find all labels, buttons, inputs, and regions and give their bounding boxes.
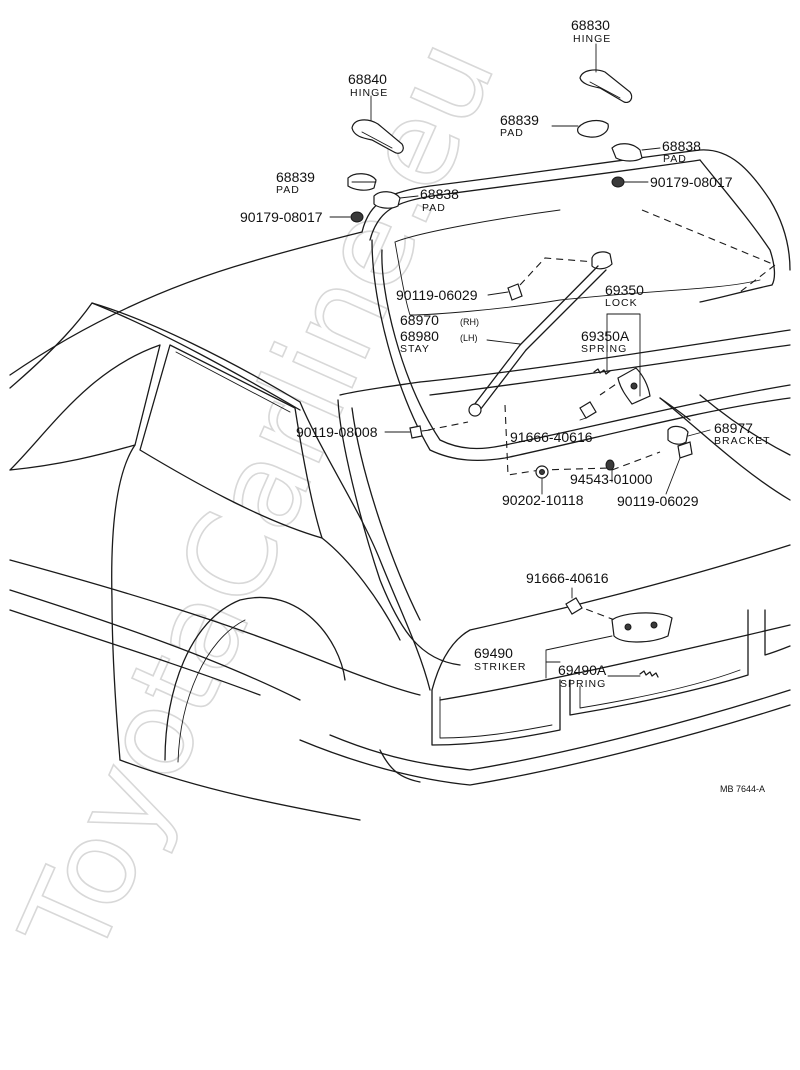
label-68980: 68980 xyxy=(400,328,439,344)
label-90119-08008: 90119-08008 xyxy=(296,424,378,440)
label-69490: 69490 xyxy=(474,645,513,661)
label-69350-name: LOCK xyxy=(605,297,638,309)
pad-68838-right-part xyxy=(611,143,643,162)
label-68970-side: (RH) xyxy=(460,317,479,327)
leader-dashed-lines xyxy=(427,209,777,623)
striker-69490-part xyxy=(611,612,673,643)
label-68977: 68977 xyxy=(714,420,753,436)
label-69490A-name: SPRING xyxy=(560,678,606,690)
leader-lines xyxy=(329,43,711,679)
label-90119-06029-top: 90119-06029 xyxy=(396,287,478,303)
part-labels: 68830 HINGE 68840 HINGE 68839 PAD 68838 … xyxy=(240,17,771,794)
label-68830: 68830 xyxy=(571,17,610,33)
label-stay-name: STAY xyxy=(400,343,430,355)
bolt-90119-06029-top-part xyxy=(507,283,523,301)
label-91666-40616-top: 91666-40616 xyxy=(510,429,593,445)
label-90202: 90202-10118 xyxy=(502,492,584,508)
label-68830-name: HINGE xyxy=(573,33,611,45)
label-68839-left-name: PAD xyxy=(276,184,300,196)
label-69350: 69350 xyxy=(605,282,644,298)
car-body-outline xyxy=(9,231,791,821)
screw-91666-40616-bottom-part xyxy=(565,597,583,615)
figure-code: MB 7644-A xyxy=(720,784,765,794)
label-94543: 94543-01000 xyxy=(570,471,653,487)
label-69490A: 69490A xyxy=(558,662,607,678)
label-69350A-name: SPRING xyxy=(581,343,627,355)
spring-69490A-part xyxy=(639,670,659,678)
label-69490-name: STRIKER xyxy=(474,661,527,673)
spring-69350A-part xyxy=(593,368,611,375)
nut-90179-left-part xyxy=(350,211,364,223)
label-69350A: 69350A xyxy=(581,328,630,344)
label-68838-left-name: PAD xyxy=(422,202,446,214)
pad-68838-left-part xyxy=(373,191,401,209)
label-91666-40616-bottom: 91666-40616 xyxy=(526,570,609,586)
stay-strut-part xyxy=(468,251,613,417)
washer-94543-part xyxy=(605,459,615,471)
pad-68839-top-part xyxy=(577,119,609,138)
label-90179-left: 90179-08017 xyxy=(240,209,323,225)
label-68839-top: 68839 xyxy=(500,112,539,128)
hinge-68830-part xyxy=(579,69,633,103)
label-68840: 68840 xyxy=(348,71,387,87)
label-68838-right-name: PAD xyxy=(663,153,687,165)
label-68980-side: (LH) xyxy=(460,333,478,343)
bolt-90119-08008-part xyxy=(409,425,423,439)
label-68839-top-name: PAD xyxy=(500,127,524,139)
back-door-frame xyxy=(361,149,791,462)
label-68970: 68970 xyxy=(400,312,439,328)
label-68977-name: BRACKET xyxy=(714,435,771,447)
bolt-90119-06029-bottom-part xyxy=(677,441,693,459)
watermark: ToyotaCarline.eu xyxy=(0,20,522,978)
nut-90179-right-part xyxy=(611,176,625,188)
label-68838-left: 68838 xyxy=(420,186,459,202)
label-90179-right: 90179-08017 xyxy=(650,174,733,190)
label-68838-right: 68838 xyxy=(662,138,701,154)
hinge-68840-part xyxy=(351,119,404,154)
screw-91666-40616-top-part xyxy=(579,401,597,419)
label-68839-left: 68839 xyxy=(276,169,315,185)
bracket-68977-part xyxy=(667,425,689,445)
label-90119-06029-bottom: 90119-06029 xyxy=(617,493,699,509)
label-68840-name: HINGE xyxy=(350,87,388,99)
